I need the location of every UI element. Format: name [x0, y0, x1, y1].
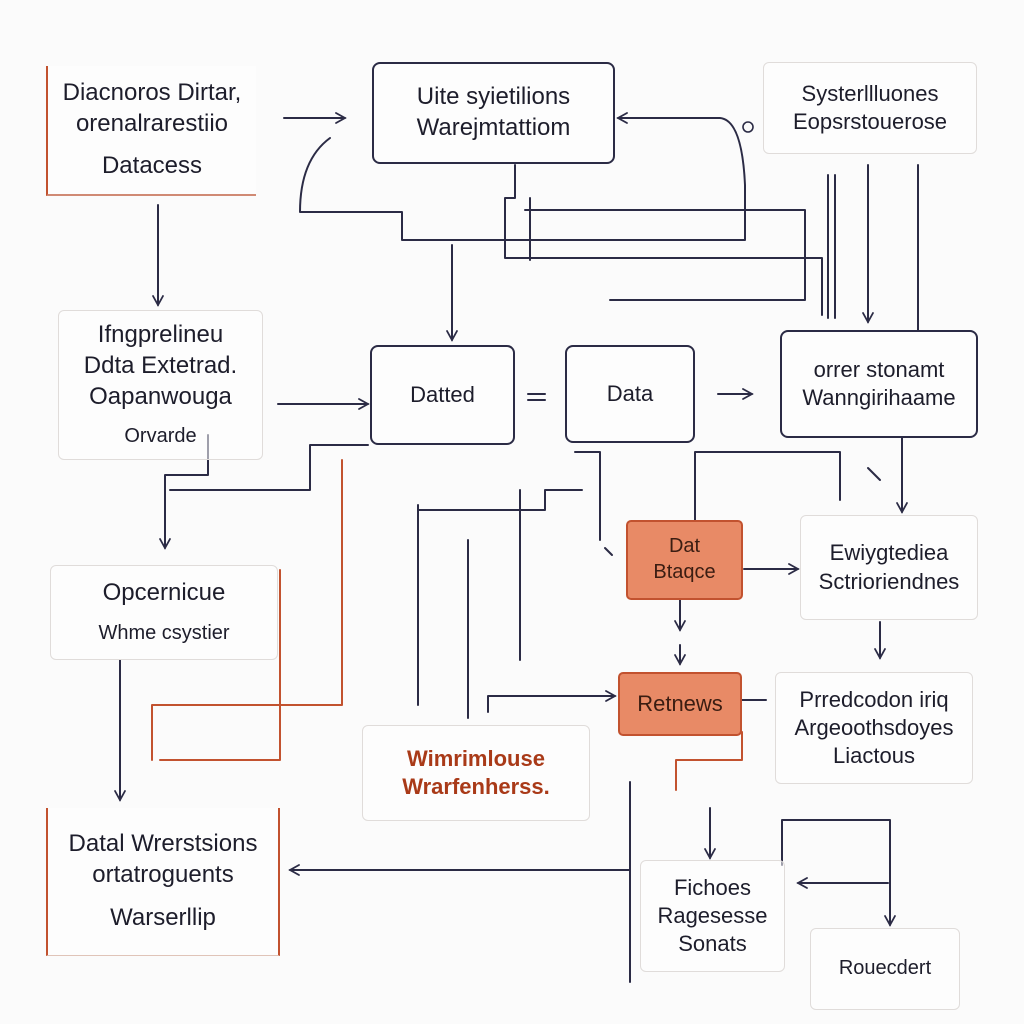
node-left-mid2: Opcernicue Whme csystier	[50, 565, 278, 660]
node-right-center-line2: Sctrioriendnes	[818, 568, 960, 594]
node-mid-right: orrer stonamt Wanngirihaame	[780, 330, 978, 438]
node-pred-line1: Prredcodon iriq	[799, 686, 949, 712]
node-mid-left: Ifngprelineu Ddta Extetrad. Oapanwouga O…	[58, 310, 263, 460]
node-bottom-left-line1: Datal Wrerstsions	[68, 830, 258, 858]
node-pred-line2: Argeoothsdoyes	[794, 714, 954, 740]
node-right-center-line1: Ewiygtediea	[829, 540, 949, 566]
node-fichoes-line3: Sonats	[678, 931, 747, 957]
node-mid-right-line2: Wanngirihaame	[802, 385, 956, 410]
node-warehouse-line2: Wrarfenherss.	[402, 774, 550, 799]
connector-small-arrow-2	[867, 467, 881, 481]
connector-to-retnews	[487, 690, 617, 713]
connector-topcenter-down	[504, 164, 823, 316]
node-warehouse-line1: Wimrimlouse	[407, 745, 545, 771]
node-data: Data	[565, 345, 695, 443]
connector-dot	[742, 121, 754, 133]
connector-bundle-2	[524, 209, 806, 301]
node-bottom-left: Datal Wrerstsions ortatroguents Warserll…	[46, 808, 280, 956]
node-retnews-label: Retnews	[637, 690, 723, 716]
node-mid-left-line3: Oapanwouga	[89, 382, 232, 410]
node-mid-left-line4: Orvarde	[124, 425, 197, 448]
node-top-left-line1: Diacnoros Dirtar,	[62, 78, 242, 106]
connector-rust-2	[159, 569, 281, 761]
node-pred-line3: Liactous	[833, 743, 915, 769]
node-bottom-left-line3: Warserllip	[110, 903, 216, 931]
node-top-left-line2: orenalrarestiio	[75, 109, 229, 137]
node-dated-label: Datted	[410, 381, 475, 407]
node-fichoes-line1: Fichoes	[673, 874, 752, 900]
node-top-right-line2: Eopsrstouerose	[792, 109, 948, 134]
node-dat-stage-line2: Btaqce	[653, 561, 716, 583]
node-top-center: Uite syietilions Warejmtattiom	[372, 62, 615, 164]
node-top-left-line3: Datacess	[101, 152, 203, 180]
node-top-center-line1: Uite syietilions	[416, 83, 571, 111]
node-warehouse: Wimrimlouse Wrarfenherss.	[362, 725, 590, 821]
node-retnews: Retnews	[618, 672, 742, 736]
connector-vertical-1	[417, 489, 583, 511]
node-mid-left-line2: Ddta Extetrad.	[83, 351, 238, 379]
connector-right-loop	[781, 819, 896, 927]
connector-to-right-center	[694, 451, 841, 541]
node-top-right-line1: Systerllluones	[801, 80, 939, 106]
node-bottom-left-line2: ortatroguents	[92, 861, 234, 889]
node-pred: Prredcodon iriq Argeoothsdoyes Liactous	[775, 672, 973, 784]
node-top-center-line2: Warejmtattiom	[416, 114, 571, 141]
connector-rust-1	[151, 459, 343, 761]
node-dat-stage: Dat Btaqce	[626, 520, 743, 600]
connector-loop-left	[299, 112, 746, 241]
node-right-center: Ewiygtediea Sctrioriendnes	[800, 515, 978, 620]
connector-rust-3	[675, 731, 743, 791]
node-dated: Datted	[370, 345, 515, 445]
connector-dated-down	[169, 444, 369, 491]
node-rouecdert: Rouecdert	[810, 928, 960, 1010]
node-dat-stage-line1: Dat	[668, 535, 701, 558]
node-fichoes-line2: Ragesesse	[657, 902, 768, 928]
node-mid-left-line1: Ifngprelineu	[97, 321, 224, 349]
node-fichoes: Fichoes Ragesesse Sonats	[640, 860, 785, 972]
node-rouecdert-label: Rouecdert	[838, 957, 932, 980]
connector-small-arrow-1	[604, 547, 613, 556]
node-mid-right-line1: orrer stonamt	[813, 356, 945, 382]
node-left-mid2-line1: Opcernicue	[102, 579, 226, 607]
node-left-mid2-line2: Whme csystier	[98, 622, 230, 645]
node-data-label: Data	[606, 380, 654, 406]
node-top-right: Systerllluones Eopsrstouerose	[763, 62, 977, 154]
connector-data-down	[574, 451, 601, 541]
node-top-left: Diacnoros Dirtar, orenalrarestiio Datace…	[46, 66, 256, 196]
